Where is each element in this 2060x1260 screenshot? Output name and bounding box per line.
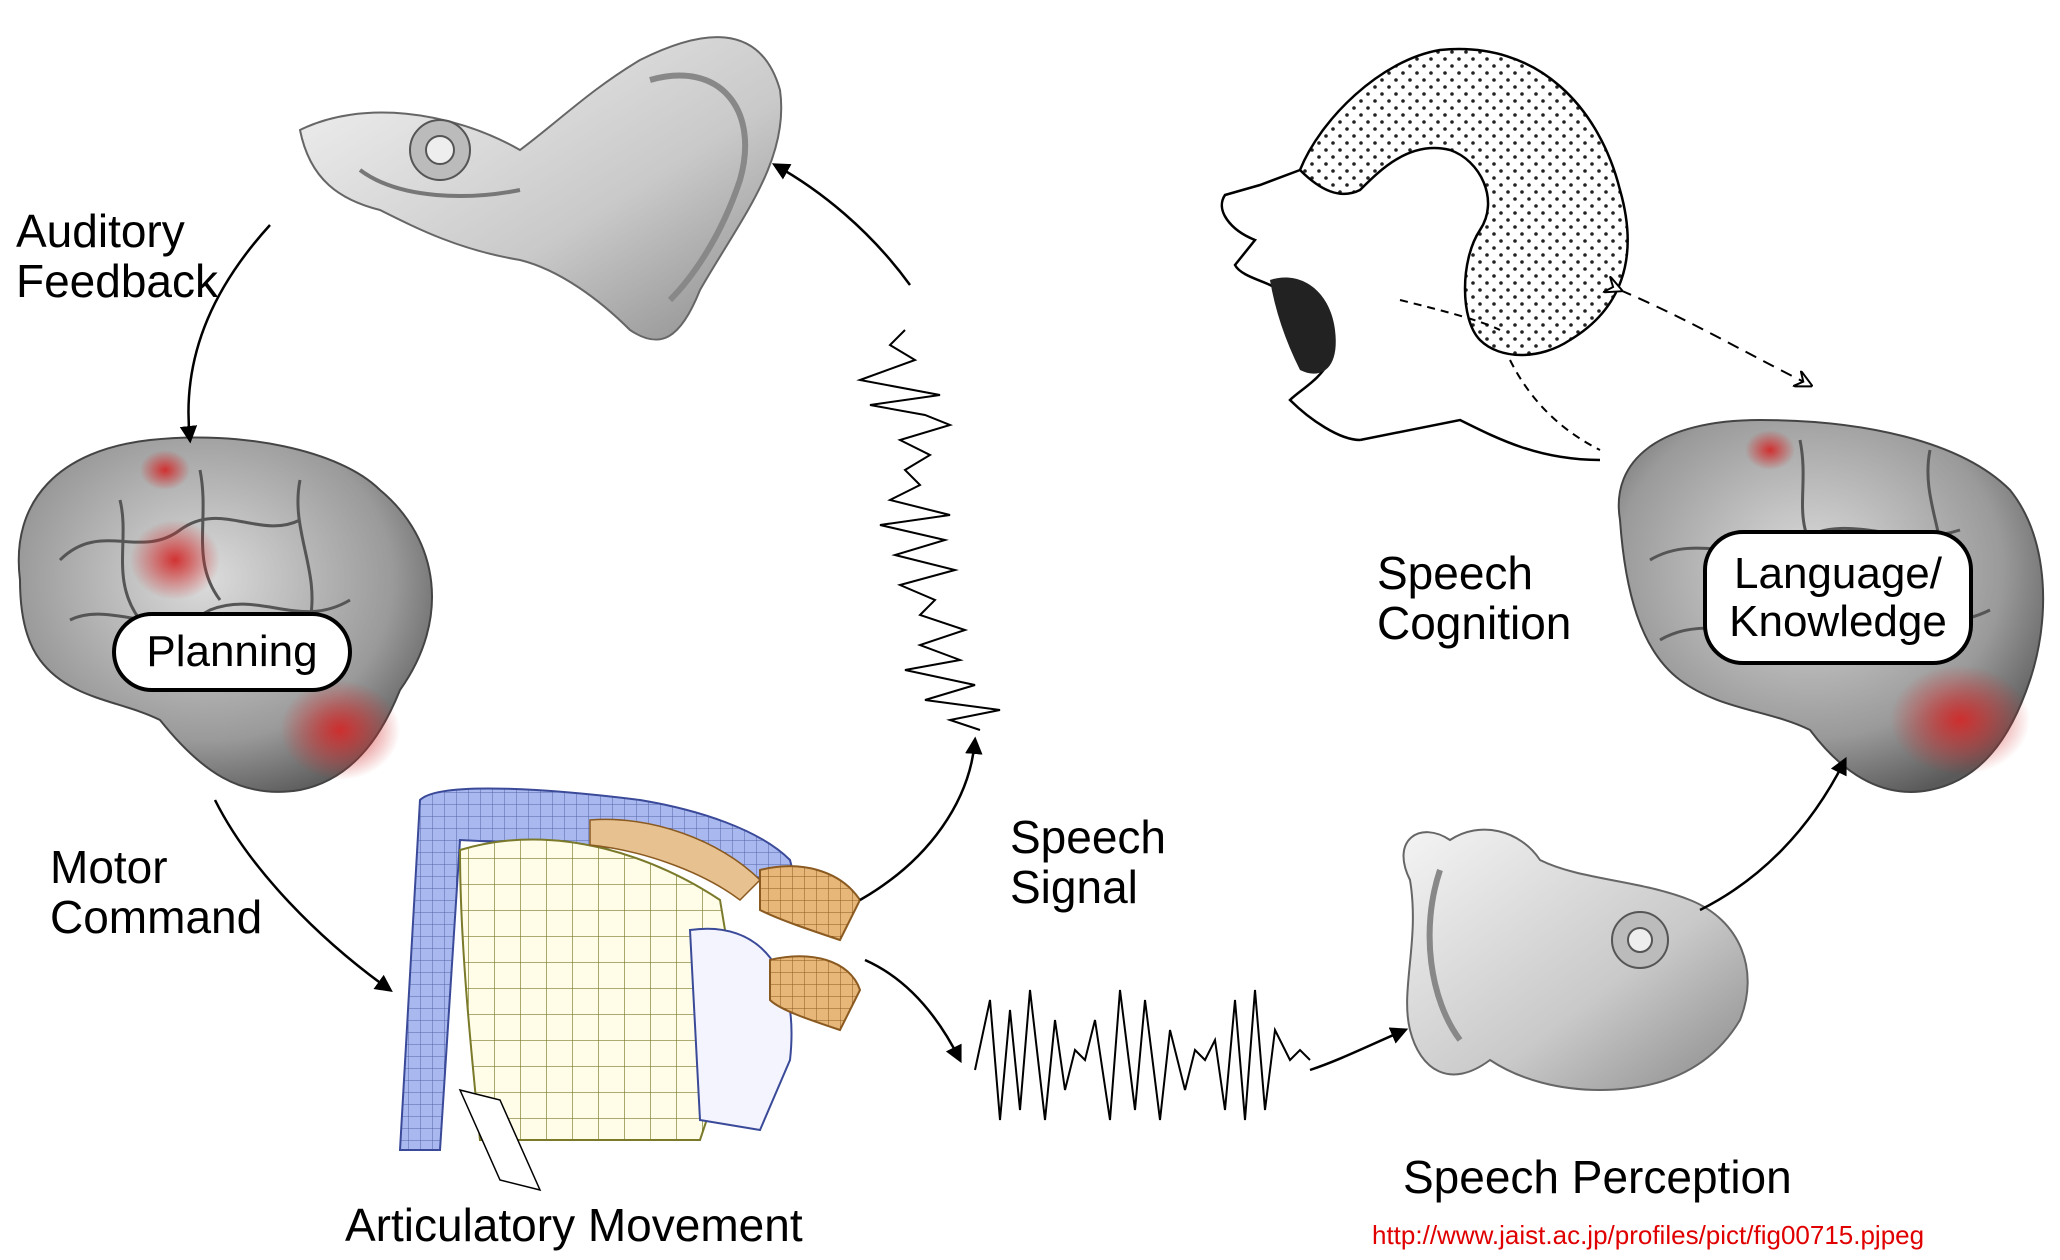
arrow-tract-to-signal xyxy=(860,740,975,900)
source-url: http://www.jaist.ac.jp/profiles/pict/fig… xyxy=(1372,1220,1924,1250)
motor-command-label: Motor Command xyxy=(50,842,262,942)
vocal-tract-model-icon xyxy=(400,788,860,1190)
arrow-perception-to-brain xyxy=(1700,760,1845,910)
auditory-feedback-label: Auditory Feedback xyxy=(16,206,218,306)
waveform-icon xyxy=(860,330,1000,730)
arrow-cognition-dashed xyxy=(1620,290,1810,385)
planning-box: Planning xyxy=(112,612,352,692)
speech-cognition-label: Speech Cognition xyxy=(1377,548,1571,648)
arrow-wave-to-perception xyxy=(1310,1030,1405,1070)
articulatory-movement-label: Articulatory Movement xyxy=(345,1200,803,1250)
speech-perception-label: Speech Perception xyxy=(1403,1152,1792,1202)
arrow-signal-to-ear xyxy=(775,165,910,285)
speech-signal-label: Speech Signal xyxy=(1010,812,1166,912)
language-knowledge-box: Language/ Knowledge xyxy=(1703,530,1973,665)
ear-icon xyxy=(1404,830,1748,1090)
head-profile-icon xyxy=(1222,49,1628,460)
ear-icon xyxy=(300,37,781,340)
waveform-icon xyxy=(975,990,1310,1120)
arrow-tract-to-wave xyxy=(865,960,960,1060)
